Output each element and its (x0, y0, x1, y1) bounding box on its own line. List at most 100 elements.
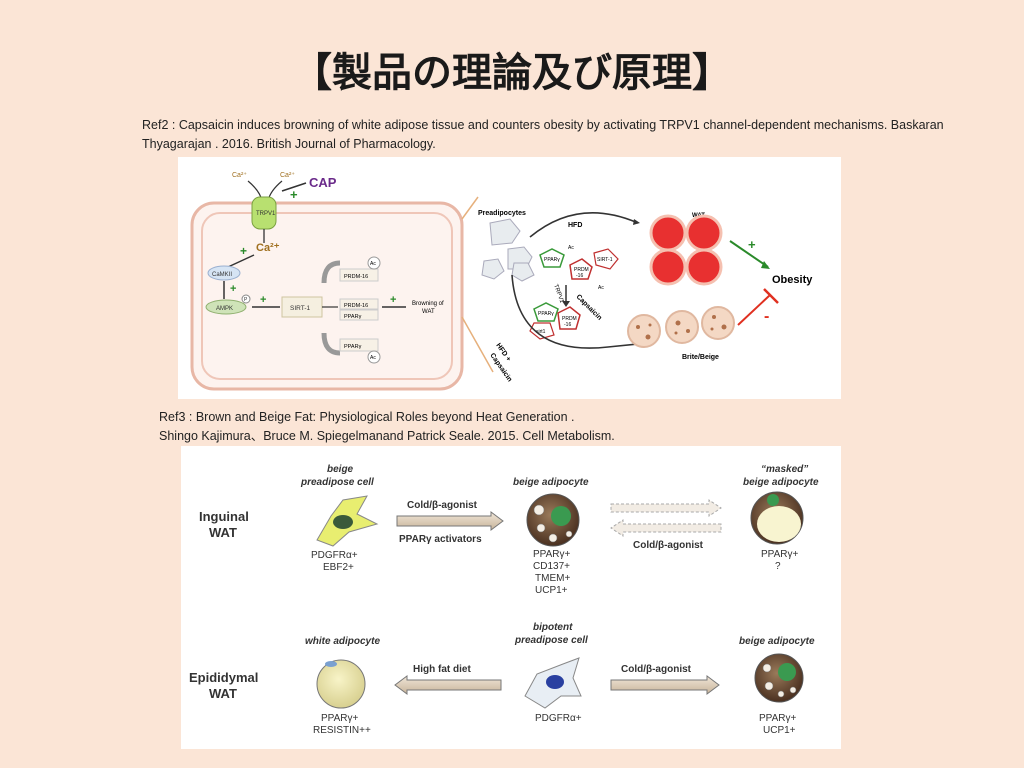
ca-ion-label-right: Ca²⁺ (280, 172, 295, 179)
ppar-plus-label-4: PPARγ+ (759, 713, 796, 724)
prdm-16-label: -16 (576, 273, 583, 279)
cell-inner-membrane (201, 212, 453, 380)
pdgfr-label-2: PDGFRα+ (535, 713, 582, 724)
ppar-plus-label-3: PPARγ+ (321, 713, 358, 724)
ca2-label: Ca²⁺ (256, 242, 280, 254)
ref3-citation: Ref3 : Brown and Beige Fat: Physiologica… (159, 408, 615, 446)
pdgfr-label: PDGFRα+ (311, 550, 358, 561)
cd137-label: CD137+ (533, 561, 570, 572)
question-label: ? (775, 561, 781, 572)
arrow-high-fat (394, 675, 502, 695)
trpv1-label: TRPV1 (256, 211, 276, 217)
preadipocyte-cell (481, 258, 505, 280)
figure-beige-fat: Inguinal WAT Epididymal WAT beige preadi… (181, 446, 841, 749)
arrow-reverse-dashed (610, 499, 722, 517)
ucp1-label-1: UCP1+ (535, 585, 568, 596)
prdm16-top (339, 268, 379, 282)
plus-sign: + (748, 237, 756, 252)
beige-pre-label-2: preadipose cell (300, 477, 374, 488)
preadipocyte-cell (489, 218, 521, 246)
ppary-bot-label: PPARγ (344, 344, 362, 350)
minus-sign: - (764, 308, 769, 325)
sirt1-small-label: sirt1 (536, 329, 546, 335)
preadipocyte-cell (511, 262, 535, 282)
ucp1-label-2: UCP1+ (763, 725, 796, 736)
white-adipocyte-cell (316, 659, 366, 709)
row1-label-2: WAT (209, 525, 237, 540)
acetyl-label: Ac (370, 261, 376, 267)
prdm16-mid-label: PRDM-16 (344, 303, 368, 309)
prdm-complex-2 (557, 306, 581, 330)
brite-cell (665, 310, 699, 344)
plus-sign: + (260, 294, 266, 306)
sirt-complex (593, 248, 619, 270)
cold-agonist-label-3: Cold/β-agonist (621, 664, 692, 675)
prdm-16-label: -16 (564, 322, 571, 328)
cell-outer-membrane (190, 201, 464, 391)
sirt1-label: SIRT-1 (290, 305, 310, 312)
ppar-activators-label: PPARγ activators (399, 534, 482, 545)
wat-cell (685, 214, 723, 252)
bipotent-label-1: bipotent (533, 622, 573, 633)
browning-label-1: Browning of (412, 301, 444, 307)
prdm-label: PRDM (574, 267, 589, 273)
ampk-node (205, 299, 247, 315)
plus-sign: + (290, 187, 298, 202)
ca-ion-label-left: Ca²⁺ (232, 172, 247, 179)
tmem-label: TMEM+ (535, 573, 570, 584)
obesity-label: Obesity (772, 274, 813, 286)
ref3-line1: Ref3 : Brown and Beige Fat: Physiologica… (159, 410, 575, 424)
nucleus (551, 506, 571, 526)
row2-label-2: WAT (209, 686, 237, 701)
arrow-cold-agonist-1 (396, 511, 504, 531)
beige-adipocyte-label-2: beige adipocyte (739, 636, 815, 647)
sirt1-complex-2 (529, 322, 555, 340)
sirt-label: SIRT-1 (597, 257, 613, 263)
camkii-node (207, 265, 241, 281)
row1-label-1: Inguinal (199, 509, 249, 524)
bipotent-label-2: preadipose cell (514, 635, 588, 646)
masked-label-1: “masked” (761, 464, 808, 475)
wat-cell (649, 214, 687, 252)
prdm16-mid (339, 298, 379, 310)
arrow-forward-dashed (610, 519, 722, 537)
plus-sign: + (230, 283, 236, 295)
arrow-cold-agonist-2 (610, 675, 720, 695)
ref2-line1: Ref2 : Capsaicin induces browning of whi… (142, 118, 944, 132)
row2-label-1: Epididymal (189, 670, 258, 685)
ref3-line2: Shingo Kajimura、Bruce M. Spiegelmanand P… (159, 429, 615, 443)
wat-cell (649, 248, 687, 286)
ppar-label: PPARγ (544, 257, 560, 263)
ref2-line2: Thyagarajan . 2016. British Journal of P… (142, 137, 436, 151)
brite-label: Brite/Beige (682, 354, 719, 361)
plus-sign: + (240, 244, 247, 258)
prdm-complex (569, 258, 593, 280)
page-title: 【製品の理論及び原理】 (292, 50, 732, 96)
resistin-label: RESISTIN++ (313, 725, 371, 736)
high-fat-label: High fat diet (413, 664, 471, 675)
cap-label: CAP (309, 175, 337, 190)
acetyl-label: Ac (370, 355, 376, 361)
prdm16-top-label: PRDM-16 (344, 274, 368, 280)
hfd-label: HFD (568, 222, 582, 229)
brite-cell (627, 314, 661, 348)
figure-capsaicin-pathway: Ca²⁺ Ca²⁺ CAP + TRPV1 + Ca²⁺ CaMKII + AM… (178, 157, 841, 399)
browning-label-2: WAT (422, 309, 435, 315)
ppary-mid (339, 309, 379, 321)
cold-agonist-label-1: Cold/β-agonist (407, 500, 478, 511)
ppary-bottom (339, 338, 379, 352)
white-adipocyte-label: white adipocyte (305, 636, 380, 647)
acetyl-label: Ac (598, 285, 604, 291)
ppar-complex (539, 248, 565, 268)
ppar-label: PPARγ (538, 311, 554, 317)
acetyl-label: Ac (568, 245, 574, 251)
ebf2-label: EBF2+ (323, 562, 354, 573)
brite-cell (701, 306, 735, 340)
phospho-label: P (244, 297, 248, 303)
plus-sign: + (390, 294, 396, 306)
prdm-label: PRDM (562, 316, 577, 322)
ref2-citation: Ref2 : Capsaicin induces browning of whi… (142, 116, 944, 154)
ppar-complex-2 (533, 302, 559, 322)
beige-pre-label-1: beige (327, 464, 354, 475)
beige-adipocyte-label: beige adipocyte (513, 477, 589, 488)
